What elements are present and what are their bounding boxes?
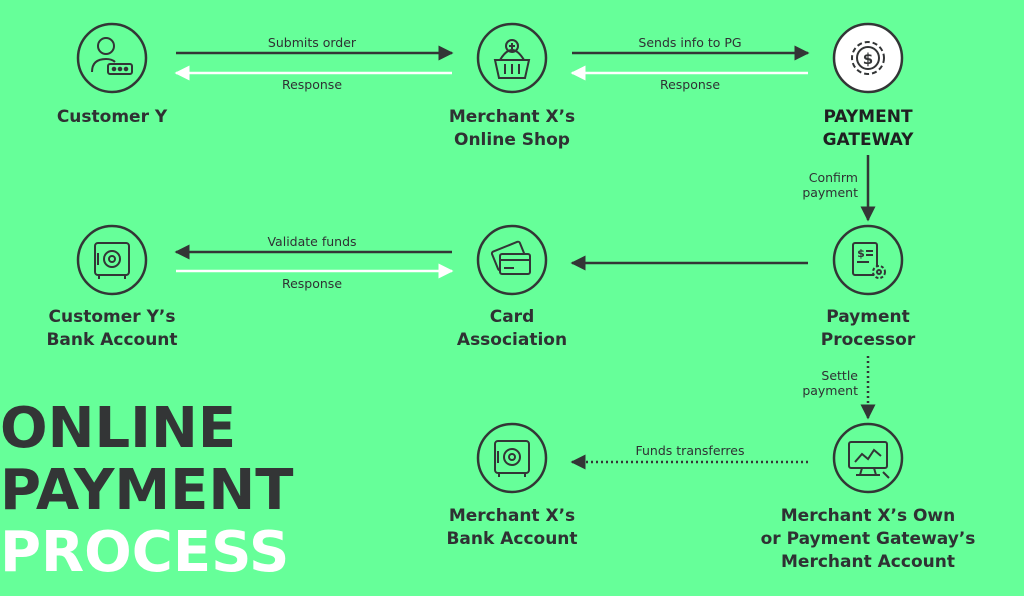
svg-text:$: $ [863,50,873,68]
processor-node: $ [832,224,904,296]
gateway-node: $ [832,22,904,94]
customer-bank-node [76,224,148,296]
merchant-account-node [832,422,904,494]
edge-label-response-3: Response [281,276,343,291]
monitor-chart-icon [848,441,890,479]
title-line-3: PROCESS [0,520,290,585]
dollar-gear-icon: $ [851,41,885,75]
edge-label-sends-info: Sends info to PG [638,35,742,50]
shop-node [476,22,548,94]
safe-icon [94,242,130,279]
customer-node [76,22,148,94]
edge-label-response-2: Response [659,77,721,92]
credit-card-icon [490,240,531,275]
card-association-node [476,224,548,296]
edge-label-submits-order: Submits order [267,35,357,50]
svg-text:$: $ [857,247,865,260]
title-line-1: ONLINE [0,396,237,461]
edge-label-validate-funds: Validate funds [267,234,357,249]
customer-label: Customer Y [56,107,168,127]
title-line-2: PAYMENT [0,458,294,523]
user-password-icon [91,37,133,75]
invoice-gear-icon: $ [852,242,886,279]
page-title: ONLINE PAYMENT PROCESS [0,398,293,584]
safe-icon [494,440,530,477]
edge-label-funds-transferres: Funds transferres [635,443,745,458]
merchant-bank-node [476,422,548,494]
shopping-basket-icon [493,39,531,79]
edge-label-response-1: Response [281,77,343,92]
